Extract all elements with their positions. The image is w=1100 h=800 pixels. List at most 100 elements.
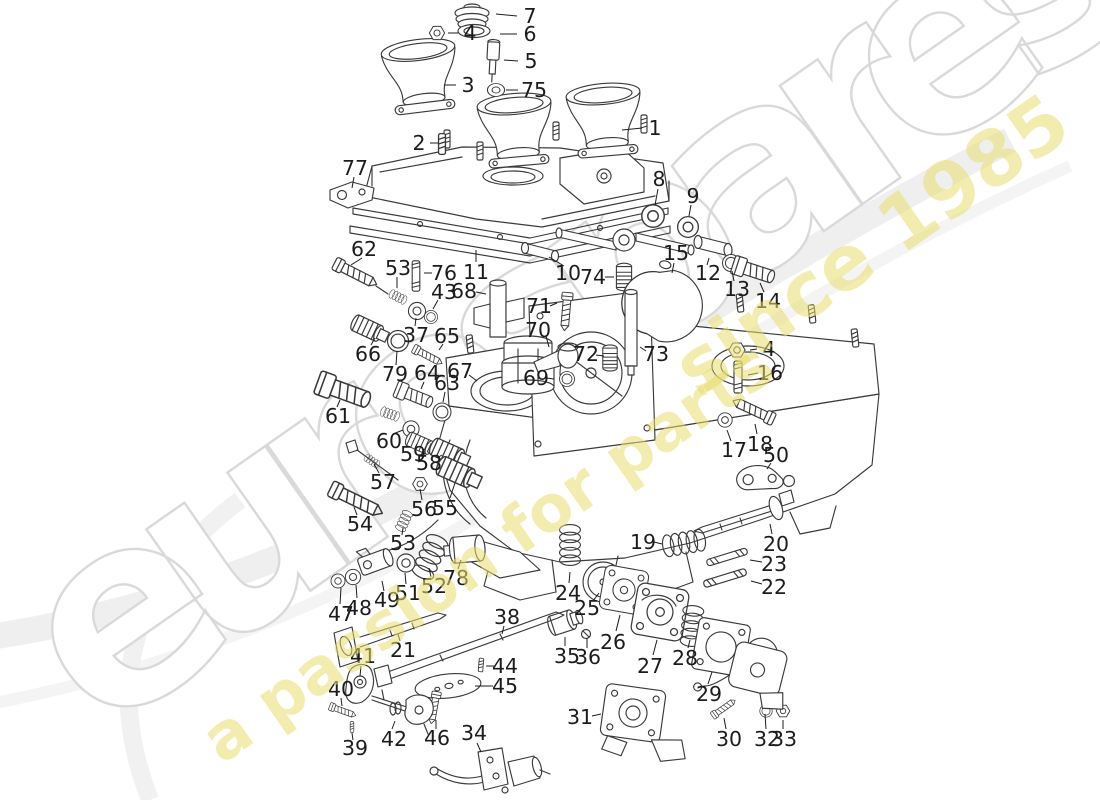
callout-68: 68 xyxy=(451,279,477,303)
leader-line-57 xyxy=(373,463,380,474)
callout-45: 45 xyxy=(492,674,518,698)
callout-64: 64 xyxy=(414,361,440,385)
lever-42 xyxy=(390,695,433,734)
banjo-union xyxy=(556,228,694,255)
callout-52: 52 xyxy=(421,574,447,598)
leader-line-10 xyxy=(548,256,565,267)
callout-60: 60 xyxy=(376,429,402,453)
callout-12: 12 xyxy=(695,261,721,285)
callout-69: 69 xyxy=(523,366,549,390)
callout-21: 21 xyxy=(390,638,416,662)
callout-62: 62 xyxy=(351,237,377,261)
callout-47: 47 xyxy=(328,602,354,626)
callout-71: 71 xyxy=(526,294,552,318)
callout-38: 38 xyxy=(494,605,520,629)
washer-75 xyxy=(486,82,506,98)
leader-line-67 xyxy=(468,374,478,382)
callout-75: 75 xyxy=(521,78,547,102)
leader-line-15 xyxy=(671,262,675,274)
callout-63: 63 xyxy=(434,371,460,395)
callout-57: 57 xyxy=(370,470,396,494)
leader-line-72 xyxy=(595,354,605,357)
callout-32: 32 xyxy=(754,727,780,751)
leader-line-25 xyxy=(592,592,600,602)
callout-23: 23 xyxy=(761,552,787,576)
bracket-77 xyxy=(330,182,374,208)
leader-line-28 xyxy=(687,639,691,649)
callout-79: 79 xyxy=(382,362,408,386)
leader-line-63 xyxy=(442,391,446,403)
leader-line-31 xyxy=(591,713,602,717)
callout-15: 15 xyxy=(663,241,689,265)
choke-assembly-34 xyxy=(430,748,550,793)
leader-line-19 xyxy=(653,541,663,545)
lever-50 xyxy=(734,461,794,495)
plug-72 xyxy=(602,344,618,372)
callout-76: 76 xyxy=(431,261,457,285)
leader-line-8 xyxy=(654,188,659,206)
callout-8: 8 xyxy=(652,167,665,191)
leader-line-42 xyxy=(391,720,396,730)
leader-line-60 xyxy=(392,429,404,435)
callout-43: 43 xyxy=(431,280,457,304)
leader-line-79 xyxy=(395,350,398,366)
callout-46: 46 xyxy=(424,726,450,750)
ring-9 xyxy=(676,215,700,239)
leader-line-71 xyxy=(549,302,558,307)
leader-line-16 xyxy=(747,372,759,376)
leader-line-68 xyxy=(475,291,487,295)
leader-line-43 xyxy=(432,299,439,310)
leader-line-78 xyxy=(457,559,462,570)
washer-37 xyxy=(407,301,427,321)
pin-39 xyxy=(349,721,355,733)
callout-53: 53 xyxy=(385,256,411,280)
leader-line-64 xyxy=(420,381,425,390)
callout-27: 27 xyxy=(637,654,663,678)
leader-line-21 xyxy=(397,633,401,642)
plug-36 xyxy=(582,630,591,639)
callout-65: 65 xyxy=(434,324,460,348)
callout-74: 74 xyxy=(580,265,606,289)
callout-25: 25 xyxy=(574,596,600,620)
carburetor-body xyxy=(368,290,879,600)
leader-line-39 xyxy=(351,732,354,741)
leader-line-65 xyxy=(438,343,444,351)
callout-50: 50 xyxy=(763,443,789,467)
callout-78: 78 xyxy=(443,566,469,590)
callout-55: 55 xyxy=(432,496,458,520)
leader-line-32 xyxy=(764,713,767,730)
seal-ring-6 xyxy=(458,25,490,38)
callout-58: 58 xyxy=(416,451,442,475)
callout-5: 5 xyxy=(524,49,537,73)
exploded-drawing xyxy=(312,4,879,793)
leader-line-17 xyxy=(726,429,732,442)
leader-line-20 xyxy=(769,523,773,535)
callout-72: 72 xyxy=(573,342,599,366)
callout-17: 17 xyxy=(721,438,747,462)
callout-40: 40 xyxy=(328,677,354,701)
piston-35 xyxy=(546,607,585,637)
leader-line-14 xyxy=(759,282,765,293)
cover-assembly xyxy=(364,114,669,227)
callout-54: 54 xyxy=(347,512,373,536)
leader-line-30 xyxy=(723,717,727,730)
leader-line-55 xyxy=(449,482,456,499)
callout-66: 66 xyxy=(355,342,381,366)
callout-41: 41 xyxy=(350,644,376,668)
callout-22: 22 xyxy=(761,575,787,599)
ring-43 xyxy=(424,310,438,324)
leader-line-48 xyxy=(355,584,358,599)
leader-line-73 xyxy=(639,346,647,352)
leader-line-77 xyxy=(351,176,355,189)
air-valve-cover-15 xyxy=(615,254,711,349)
callout-6: 6 xyxy=(523,22,536,46)
rod-38 xyxy=(374,612,564,700)
callout-13: 13 xyxy=(724,277,750,301)
leader-line-47 xyxy=(339,587,342,605)
leader-line-34 xyxy=(476,742,482,753)
leader-line-52 xyxy=(428,567,432,578)
leader-line-12 xyxy=(706,257,710,266)
leader-line-13 xyxy=(731,270,735,282)
callout-77: 77 xyxy=(342,156,368,180)
